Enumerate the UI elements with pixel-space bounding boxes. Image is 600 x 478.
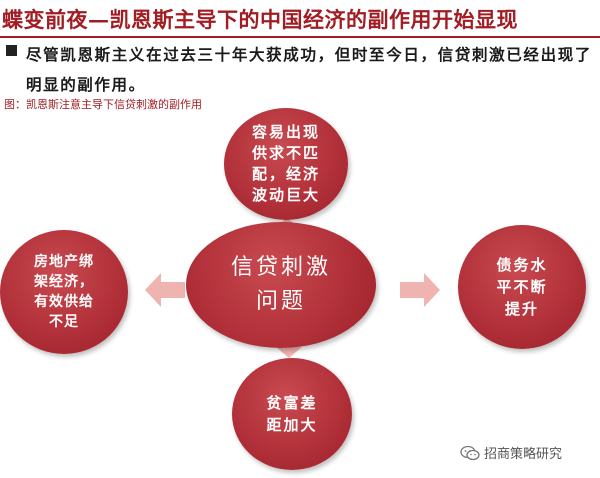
title-divider — [0, 36, 600, 38]
bullet-text: 尽管凯恩斯主义在过去三十年大获成功，但时至今日，信贷刺激已经出现了明显的副作用。 — [26, 45, 592, 94]
node-center-label: 信贷刺激 问题 — [230, 255, 331, 314]
node-left-label: 房地产绑 架经济， 有效供给 不足 — [34, 254, 94, 330]
arrow-right-icon — [400, 273, 440, 307]
watermark-text: 招商策略研究 — [484, 447, 563, 462]
node-wealth-gap: 贫富差 距加大 — [232, 358, 352, 470]
wechat-icon — [460, 445, 480, 460]
arrow-down-icon — [276, 338, 302, 358]
node-supply-demand-mismatch: 容易出现 供求不匹 配，经济 波动巨大 — [224, 108, 348, 220]
arrow-left-icon — [145, 273, 185, 307]
node-real-estate: 房地产绑 架经济， 有效供给 不足 — [0, 230, 128, 354]
slide-title: 蝶变前夜—凯恩斯主导下的中国经济的副作用开始显现 — [2, 7, 518, 32]
node-credit-stimulus: 信贷刺激 问题 — [186, 222, 376, 348]
node-right-label: 债务水 平不断 提升 — [496, 256, 548, 318]
node-top-label: 容易出现 供求不匹 配，经济 波动巨大 — [251, 123, 320, 204]
bullet-square-icon — [6, 45, 17, 56]
node-bottom-label: 贫富差 距加大 — [266, 394, 318, 434]
figure-caption: 图：凯恩斯注意主导下信贷刺激的副作用 — [4, 98, 202, 111]
node-debt-level: 债务水 平不断 提升 — [458, 225, 586, 349]
watermark: 招商策略研究 — [460, 443, 562, 462]
